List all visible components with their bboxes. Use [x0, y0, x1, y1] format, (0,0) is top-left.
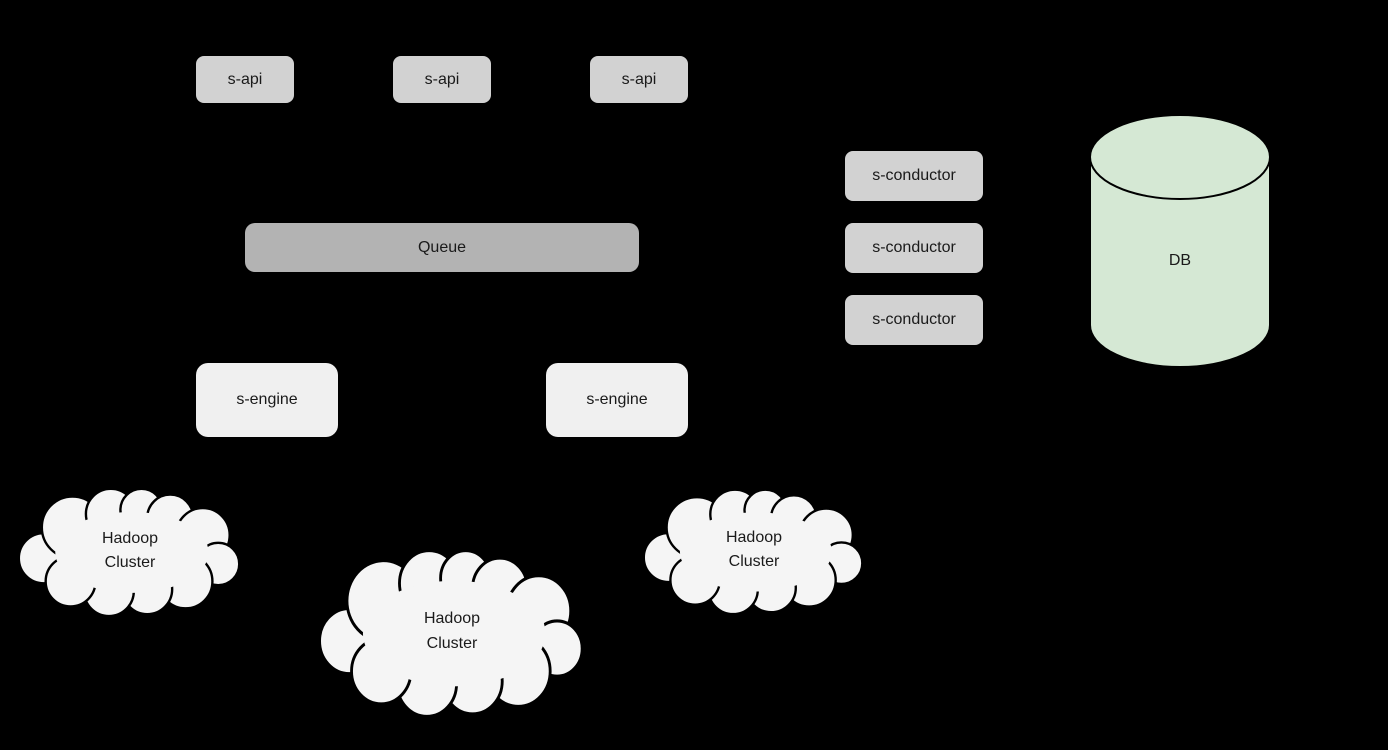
- node-s-engine-1-label: s-engine: [236, 391, 298, 408]
- hadoop-line: Hadoop: [101, 529, 159, 547]
- node-queue-label: Queue: [417, 238, 467, 256]
- node-s-conductor-3: s-conductor: [845, 295, 983, 345]
- node-db-cylinder: DB: [1088, 113, 1272, 369]
- node-s-conductor-2-label: s-conductor: [872, 239, 956, 256]
- node-s-api-2: s-api: [393, 56, 491, 103]
- node-s-engine-1: s-engine: [196, 363, 338, 437]
- node-s-api-2-label: s-api: [424, 70, 460, 88]
- node-s-api-3: s-api: [590, 56, 688, 103]
- node-s-conductor-1: s-conductor: [845, 151, 983, 201]
- node-s-conductor-2: s-conductor: [845, 223, 983, 273]
- node-s-api-1-label: s-api: [227, 70, 263, 88]
- node-s-engine-2-label: s-engine: [586, 391, 648, 408]
- node-hadoop-cluster-2: Hadoop Cluster: [315, 543, 589, 719]
- node-s-engine-2: s-engine: [546, 363, 688, 437]
- hadoop-line: Hadoop: [423, 610, 481, 627]
- node-hadoop-cluster-3: Hadoop Cluster: [640, 484, 868, 616]
- cluster-line: Cluster: [728, 553, 780, 570]
- node-hadoop-cluster-1: Hadoop Cluster: [15, 483, 245, 618]
- node-db-label: DB: [1168, 252, 1192, 270]
- node-s-api-1: s-api: [196, 56, 294, 103]
- cluster-line: Cluster: [426, 635, 478, 652]
- node-queue: Queue: [245, 223, 639, 272]
- node-hadoop-cluster-2-label: Hadoop Cluster: [315, 606, 589, 656]
- node-s-conductor-3-label: s-conductor: [872, 311, 956, 328]
- node-hadoop-cluster-3-label: Hadoop Cluster: [640, 526, 868, 574]
- database-cylinder-icon: [1089, 114, 1271, 368]
- node-s-conductor-1-label: s-conductor: [872, 167, 956, 184]
- node-s-api-3-label: s-api: [621, 70, 657, 88]
- node-hadoop-cluster-1-label: Hadoop Cluster: [15, 527, 245, 575]
- hadoop-line: Hadoop: [725, 529, 783, 546]
- cluster-line: Cluster: [104, 553, 156, 571]
